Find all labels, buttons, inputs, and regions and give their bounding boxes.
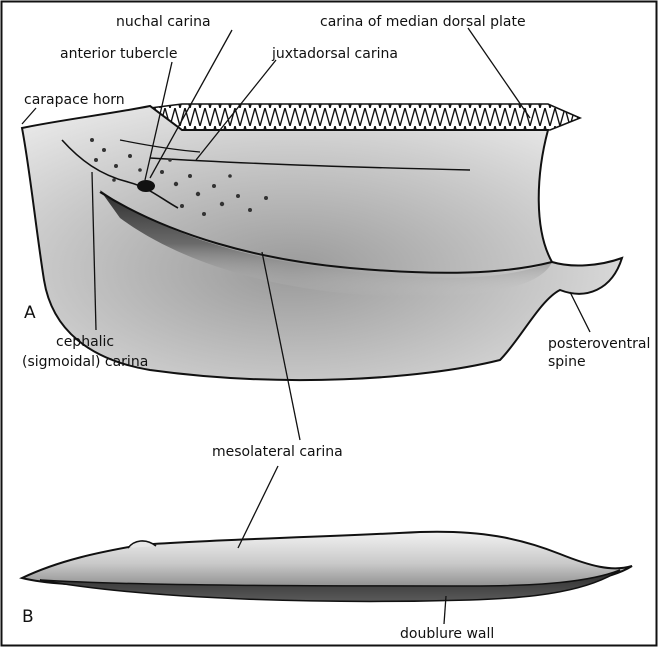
label-panel-a: A xyxy=(24,303,36,323)
panel-b-dorsal-view xyxy=(22,532,632,602)
label-panel-b: B xyxy=(22,607,34,627)
label-juxtadorsal-carina: juxtadorsal carina xyxy=(271,46,398,62)
label-carapace-horn: carapace horn xyxy=(24,92,125,108)
label-doublure-wall: doublure wall xyxy=(400,626,494,642)
anterior-tubercle xyxy=(137,180,155,192)
label-spine: spine xyxy=(548,354,586,370)
label-carina-median-dorsal-plate: carina of median dorsal plate xyxy=(320,14,526,30)
label-sigmoidal-carina: (sigmoidal) carina xyxy=(22,354,148,370)
label-mesolateral-carina: mesolateral carina xyxy=(212,444,343,460)
dorsal-body xyxy=(22,532,632,590)
label-anterior-tubercle: anterior tubercle xyxy=(60,46,177,62)
label-nuchal-carina: nuchal carina xyxy=(116,14,211,30)
label-posteroventral: posteroventral xyxy=(548,336,650,352)
median-dorsal-plate xyxy=(150,104,580,130)
label-cephalic: cephalic xyxy=(56,334,114,350)
